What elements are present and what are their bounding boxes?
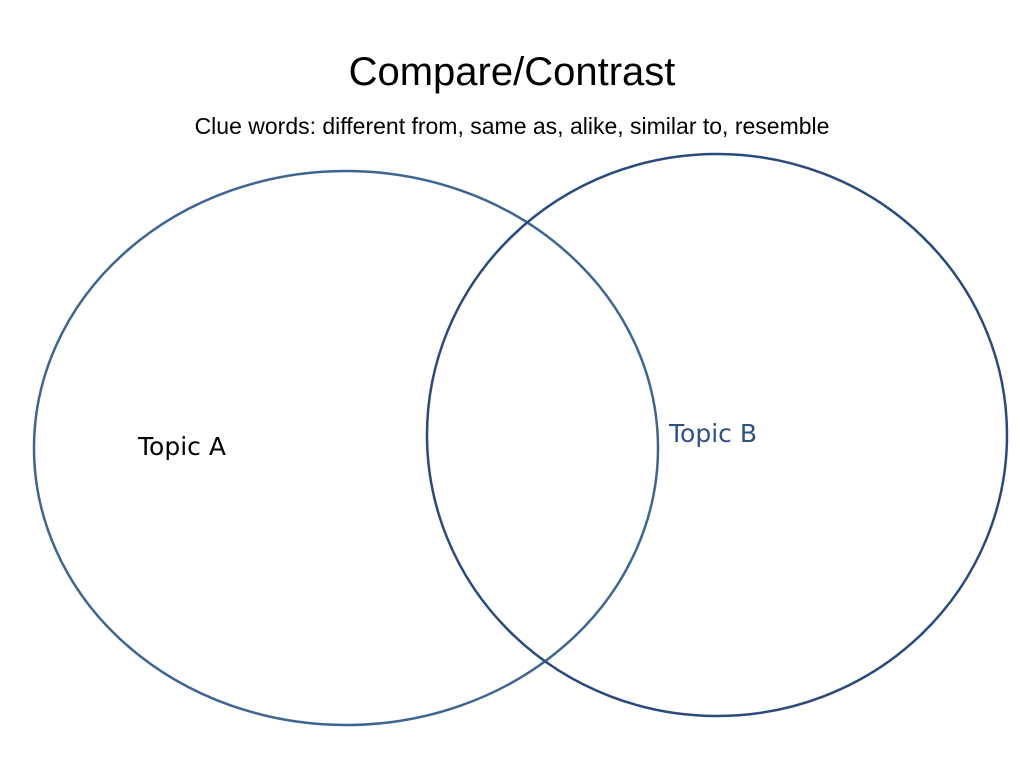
slide-title: Compare/Contrast <box>348 50 676 94</box>
slide-subtitle: Clue words: different from, same as, ali… <box>194 113 830 139</box>
topic-b-label: Topic B <box>669 419 757 448</box>
circle-topic-a <box>32 169 660 727</box>
topic-a-label: Topic A <box>138 432 226 461</box>
circle-topic-b <box>425 152 1009 718</box>
